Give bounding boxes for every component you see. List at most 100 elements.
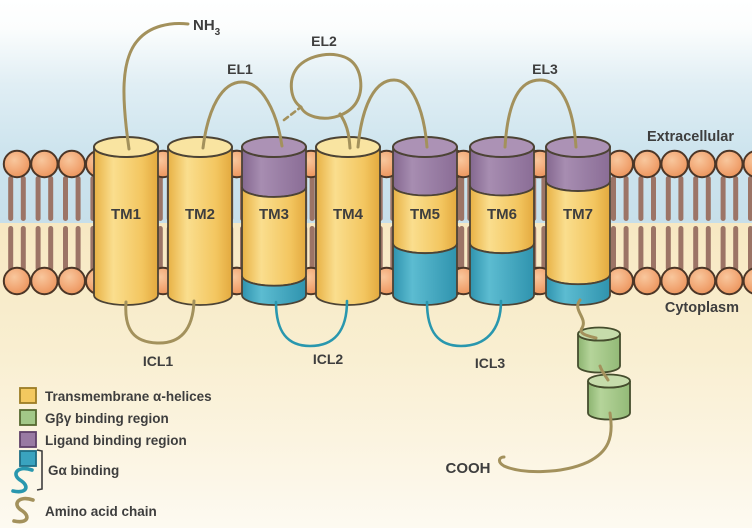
helix-top-cap (241, 136, 307, 158)
legend-swatch-ga (19, 450, 37, 467)
lipid-head (742, 150, 752, 178)
lipid-tail (651, 176, 656, 221)
diagram-labels: NH3 EL1 EL2 EL3 Extracellular Cytoplasm … (143, 17, 739, 477)
lipid-tail (611, 226, 616, 271)
legend-label-ga: Gα binding (48, 463, 119, 478)
lipid-tail (748, 176, 752, 221)
lipid-head (57, 266, 87, 296)
lipid-tail (678, 226, 684, 271)
lipid-head (715, 149, 744, 179)
helix-tm2: TM2 (167, 136, 233, 306)
legend-bracket (36, 449, 43, 491)
lipid-tail (720, 176, 726, 221)
extracellular-label: Extracellular (647, 129, 734, 145)
helix-tm1: TM1 (93, 136, 159, 306)
lipid-tail (63, 226, 68, 271)
el2-loop (289, 52, 363, 120)
lipid-tail (75, 226, 81, 271)
cytoplasm-label: Cytoplasm (665, 300, 739, 316)
legend-s-curve-teal-icon (11, 466, 34, 494)
legend-label-gbg: Gβγ binding region (45, 411, 169, 426)
lipid-tail (459, 226, 465, 271)
lipid-tail (638, 176, 644, 221)
lipid-tail (705, 226, 711, 271)
lipid-tail (459, 176, 465, 221)
lipid-tail (623, 176, 629, 221)
lipid-tail (733, 226, 739, 271)
c-terminus-chain-upper (576, 298, 598, 340)
lipid-head (742, 267, 752, 295)
helix-tm3: TM3 (241, 136, 307, 306)
icl2-label: ICL2 (313, 351, 344, 367)
helix-top-cap (469, 136, 535, 158)
el3-label: EL3 (532, 61, 558, 77)
lipid-head (57, 149, 87, 179)
lipid-tail (309, 176, 315, 221)
lipid-head (660, 149, 689, 179)
icl1-label: ICL1 (143, 353, 174, 369)
el2-loop-tail (338, 112, 352, 150)
el2-dashed-segment (282, 105, 303, 122)
helix-top-cap (167, 136, 233, 158)
helix-band-yellow (241, 186, 307, 287)
lipid-tail (75, 176, 81, 221)
lipid-tail (8, 226, 14, 271)
helix-tm5: TM5 (392, 136, 458, 306)
tm4-tm5-loop (356, 78, 429, 149)
lipid-tail (693, 226, 699, 271)
el3-loop (503, 78, 578, 149)
lipid-tail (665, 176, 671, 221)
el1-label: EL1 (227, 61, 253, 77)
gbg-binding-cylinders (577, 326, 631, 421)
helix-label: TM1 (111, 206, 141, 223)
legend-label-chain: Amino acid chain (45, 504, 157, 519)
helix-band-yellow (545, 180, 611, 286)
lipid-tail (623, 226, 629, 271)
helix-label: TM2 (185, 206, 215, 223)
lipid-tail (638, 226, 644, 271)
helix-band-teal (469, 243, 535, 306)
legend-swatch-ligand (19, 431, 37, 448)
lipid-tail (48, 226, 54, 271)
n-terminus-chain (122, 22, 190, 151)
helix-tm7: TM7 (545, 136, 611, 306)
lipid-head (2, 149, 32, 179)
legend-swatch-gbg (19, 409, 37, 426)
helix-label: TM5 (410, 206, 440, 223)
lipid-tail (748, 226, 752, 271)
nh-text: NH (193, 17, 215, 34)
lipid-tail (693, 176, 699, 221)
lipid-tail (20, 176, 26, 221)
el1-loop (201, 80, 284, 150)
icl3-loop (425, 299, 503, 348)
helix-band-teal (545, 274, 611, 306)
helix-top-cap (93, 136, 159, 158)
helix-band-yellow (315, 146, 381, 306)
lipid-head (633, 149, 662, 179)
lipid-head (687, 266, 717, 296)
lipid-head (715, 266, 744, 296)
helix-band-yellow (167, 146, 233, 306)
lipid-tail (733, 176, 739, 221)
lipid-head (687, 149, 717, 179)
c-terminus-label: COOH (446, 460, 491, 477)
lipid-head (30, 149, 59, 179)
n-terminus-label: NH3 (193, 17, 221, 38)
helix-tm6: TM6 (469, 136, 535, 306)
gbg-link-chain (598, 364, 610, 382)
icl2-loop (274, 299, 349, 348)
lipid-tail (35, 226, 41, 271)
legend-swatch-transmembrane (19, 387, 37, 404)
helix-band-teal (392, 243, 458, 306)
lipid-head (30, 266, 59, 296)
helix-label: TM6 (487, 206, 517, 223)
lipid-tail (651, 226, 656, 271)
amino-acid-chains (122, 22, 613, 474)
legend-label-ligand: Ligand binding region (45, 433, 187, 448)
helix-band-yellow (93, 146, 159, 306)
legend: Transmembrane α-helices Gβγ binding regi… (11, 387, 212, 524)
nh-subscript: 3 (215, 27, 221, 38)
lipid-head (660, 266, 689, 296)
